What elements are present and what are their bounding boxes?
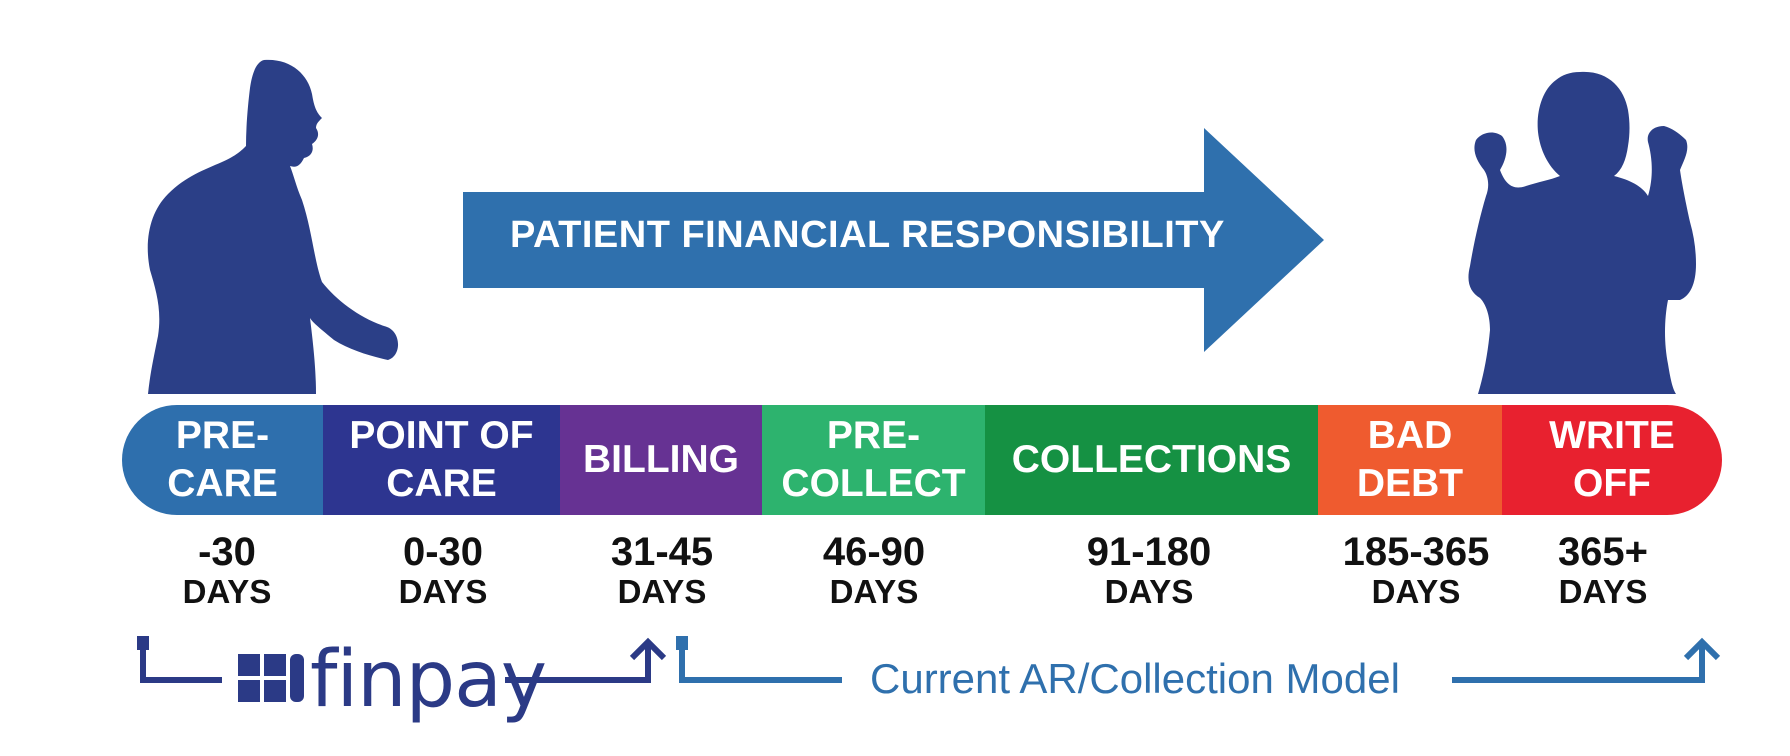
finpay-bracket-arrowhead — [629, 637, 667, 661]
stage-pre-collect: PRE- COLLECT — [762, 405, 985, 515]
days-number: 365+ — [1557, 530, 1649, 574]
arrow-label: PATIENT FINANCIAL RESPONSIBILITY — [510, 214, 1225, 256]
stage-write-off: WRITE OFF — [1502, 405, 1722, 515]
days-number: -30 — [198, 530, 256, 574]
days-number: 46-90 — [822, 530, 926, 574]
walking-person-icon — [147, 59, 399, 395]
days-pre-collect: 46-90 DAYS — [799, 530, 949, 610]
days-collections: 91-180 DAYS — [1074, 530, 1224, 610]
days-point-of-care: 0-30 DAYS — [368, 530, 518, 610]
cheering-person-icon — [1468, 71, 1696, 395]
days-unit: DAYS — [617, 573, 707, 610]
stage-pre-care: PRE- CARE — [122, 405, 323, 515]
current-model-label: Current AR/Collection Model — [870, 655, 1400, 702]
finpay-bracket-tick-left — [137, 636, 149, 650]
days-number: 185-365 — [1342, 530, 1490, 574]
days-unit: DAYS — [1104, 573, 1194, 610]
stage-billing: BILLING — [560, 405, 762, 515]
model-bracket-tick-left — [676, 636, 688, 650]
model-bracket-line-left — [679, 640, 842, 683]
finpay-brand: finpay — [310, 635, 547, 725]
stage-point-of-care: POINT OF CARE — [323, 405, 560, 515]
days-billing: 31-45 DAYS — [587, 530, 737, 610]
days-unit: DAYS — [1558, 573, 1648, 610]
days-number: 0-30 — [402, 530, 484, 574]
finpay-wordmark: finpay — [310, 635, 547, 725]
days-write-off: 365+ DAYS — [1528, 530, 1678, 610]
days-number: 91-180 — [1086, 530, 1212, 574]
finpay-logo-icon — [238, 654, 304, 702]
model-bracket-arrowhead — [1683, 637, 1721, 661]
days-bad-debt: 185-365 DAYS — [1331, 530, 1501, 610]
days-unit: DAYS — [829, 573, 919, 610]
responsibility-arrow — [463, 128, 1324, 352]
finpay-bracket-line-right — [505, 643, 651, 683]
days-unit: DAYS — [398, 573, 488, 610]
model-bracket-line-right — [1452, 643, 1705, 683]
days-unit: DAYS — [1371, 573, 1461, 610]
stage-bar: PRE- CARE POINT OF CARE BILLING PRE- COL… — [122, 405, 1722, 515]
stage-collections: COLLECTIONS — [985, 405, 1318, 515]
finpay-bracket-line-left — [140, 640, 222, 683]
stage-bad-debt: BAD DEBT — [1318, 405, 1502, 515]
days-unit: DAYS — [182, 573, 272, 610]
days-number: 31-45 — [610, 530, 714, 574]
days-pre-care: -30 DAYS — [152, 530, 302, 610]
